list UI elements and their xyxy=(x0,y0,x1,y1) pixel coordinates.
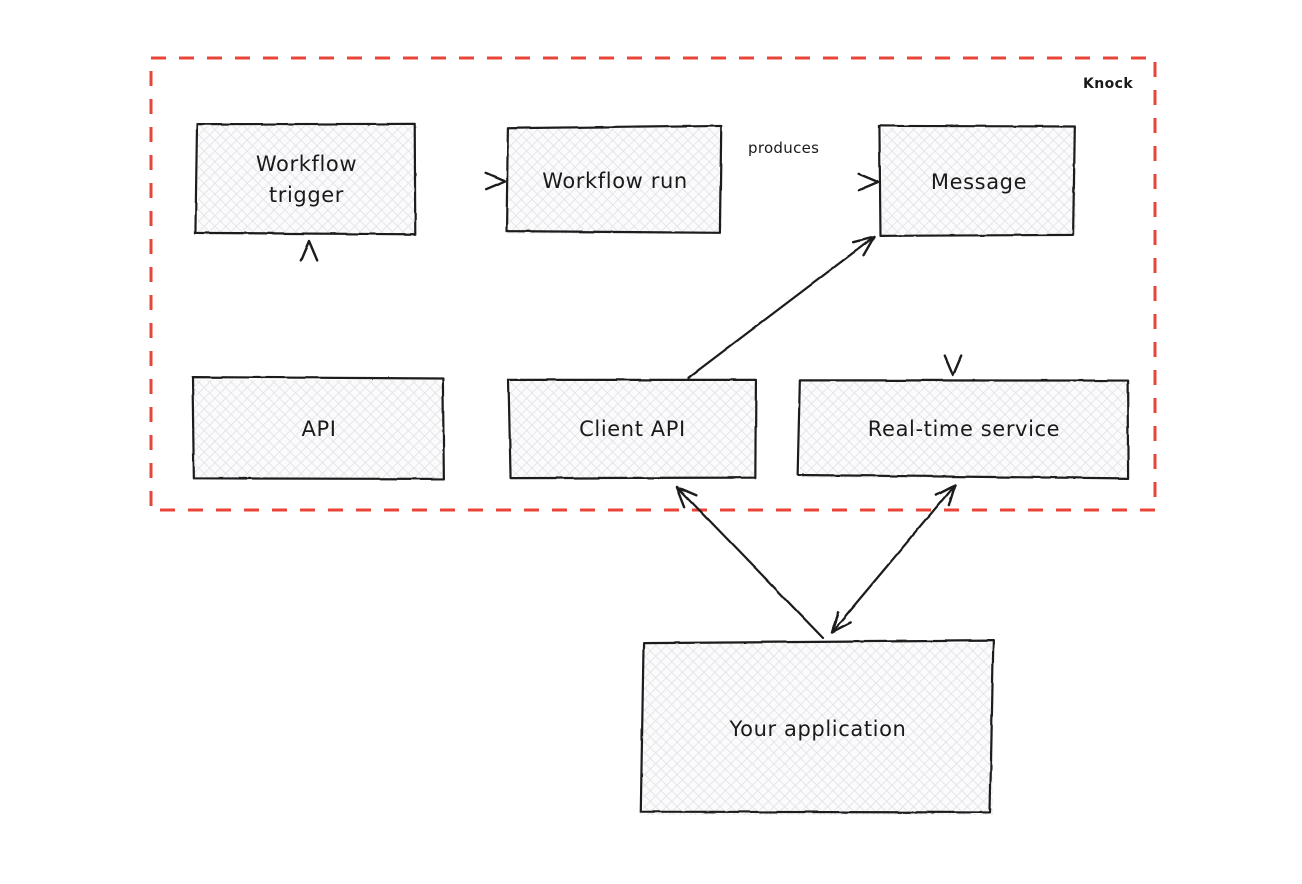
node-outline-realtime-service xyxy=(796,379,1130,480)
node-outline-workflow-trigger xyxy=(194,122,417,236)
node-fill-api xyxy=(194,380,444,478)
edge-line-app-to-client-api xyxy=(675,485,825,640)
node-fill-realtime-service xyxy=(800,380,1128,478)
node-workflow-run[interactable] xyxy=(505,124,723,234)
arrowhead-start-app-realtime-bidirectional xyxy=(830,610,852,634)
arrowhead-end-trigger-to-run xyxy=(484,171,507,191)
node-api[interactable] xyxy=(191,375,445,481)
arrowhead-end-message-to-realtime xyxy=(943,354,963,377)
arrowhead-end-run-to-message xyxy=(857,172,880,192)
node-fill-workflow-trigger xyxy=(198,124,415,235)
node-shapes xyxy=(191,122,1130,815)
arrowhead-end-client-api-to-message xyxy=(852,235,876,257)
node-outline-client-api xyxy=(507,378,758,480)
edge-api-to-trigger xyxy=(299,239,319,381)
node-outline-message xyxy=(878,124,1076,237)
node-fill-client-api xyxy=(510,380,755,478)
arrowhead-end-api-to-trigger xyxy=(299,239,319,262)
edge-line-app-realtime-bidirectional xyxy=(830,483,957,634)
node-outline-api xyxy=(191,375,445,481)
edge-client-api-to-message xyxy=(686,235,876,380)
arrowhead-end-app-realtime-bidirectional xyxy=(935,483,957,507)
node-fill-message xyxy=(882,128,1076,236)
edge-label-run-to-message: produces xyxy=(748,139,820,157)
arrowhead-end-app-to-client-api xyxy=(675,485,698,508)
node-message[interactable] xyxy=(878,124,1076,237)
node-client-api[interactable] xyxy=(507,378,758,480)
edge-run-to-message xyxy=(722,172,880,192)
edge-trigger-to-run xyxy=(415,171,507,191)
edge-app-realtime-bidirectional xyxy=(830,483,957,634)
edge-message-to-realtime xyxy=(943,237,963,377)
edge-app-to-client-api xyxy=(675,485,825,640)
node-workflow-trigger[interactable] xyxy=(194,122,417,236)
edge-connectors xyxy=(299,171,963,640)
node-outline-workflow-run xyxy=(505,124,723,234)
node-realtime-service[interactable] xyxy=(796,379,1130,480)
edge-line-client-api-to-message xyxy=(686,235,876,380)
node-fill-workflow-run xyxy=(508,128,722,234)
node-outline-your-application xyxy=(639,639,995,814)
node-fill-your-application xyxy=(643,643,993,815)
boundary-label-knock: Knock xyxy=(1083,76,1134,92)
node-your-application[interactable] xyxy=(639,639,995,815)
